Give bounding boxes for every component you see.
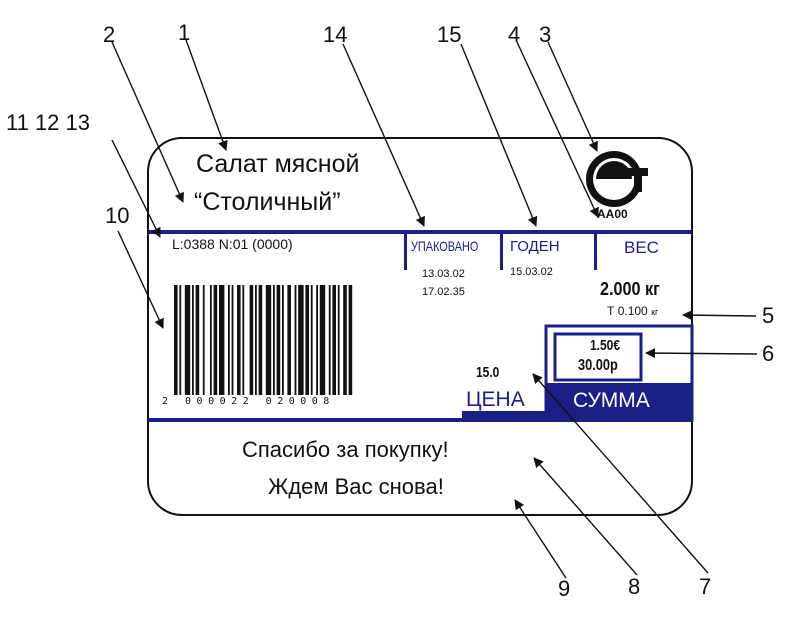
- callout-2: 2: [103, 22, 116, 47]
- total-amount-box: [553, 332, 643, 382]
- barcode-bar: [210, 285, 212, 395]
- arrow-4: [516, 41, 599, 218]
- barcode-bar: [273, 285, 275, 395]
- cert-code: AA00: [597, 207, 628, 221]
- price-underline: [462, 411, 548, 420]
- total-rub: 30.00р: [578, 357, 618, 374]
- barcode-bar: [276, 285, 281, 395]
- lot-number-line: L:0388 N:01 (0000): [172, 236, 293, 252]
- expires-date: 15.03.02: [510, 266, 553, 278]
- arrow-3: [547, 41, 598, 152]
- barcode-bar: [294, 285, 297, 395]
- packed-time: 17.02.35: [422, 286, 465, 298]
- arrow-2: [111, 41, 184, 203]
- arrow-15: [460, 43, 538, 227]
- product-name-line1: Салат мясной: [196, 150, 360, 178]
- packed-date: 13.03.02: [422, 268, 465, 280]
- barcode-bar: [332, 285, 336, 395]
- callout-15: 15: [437, 22, 462, 47]
- arrow-11-12-13: [111, 139, 161, 238]
- barcode-bar: [237, 285, 241, 395]
- total-label-bar: [546, 383, 692, 420]
- callout-10: 10: [105, 203, 130, 228]
- callout-14: 14: [323, 22, 348, 47]
- barcode-bar: [310, 285, 313, 395]
- footer-line1: Спасибо за покупку!: [242, 437, 449, 462]
- barcode-bar: [319, 285, 326, 395]
- callout-3: 3: [539, 22, 552, 47]
- arrow-5: [682, 310, 757, 321]
- arrow-1: [185, 39, 228, 151]
- product-name-line2: “Столичный”: [194, 188, 341, 216]
- callout-5: 5: [762, 303, 775, 328]
- weight-separator: [594, 232, 597, 270]
- packed-label: УПАКОВАНО: [411, 238, 479, 254]
- callout-7: 7: [699, 574, 712, 599]
- tare-value: Т 0.100 кг: [607, 304, 659, 318]
- barcode-bar: [265, 285, 272, 395]
- callout-arrows: [111, 39, 758, 579]
- barcode-bar: [219, 285, 225, 395]
- callout-6: 6: [762, 341, 775, 366]
- barcode-bar: [258, 285, 263, 395]
- arrow-7: [532, 373, 709, 574]
- barcode-bar: [305, 285, 309, 395]
- callout-11-12-13: 11 12 13: [6, 110, 91, 135]
- barcode-bar: [202, 285, 205, 395]
- barcode-bar: [316, 285, 318, 395]
- expires-label: ГОДЕН: [510, 238, 560, 255]
- arrow-10: [117, 230, 164, 329]
- barcode-bar: [298, 285, 304, 395]
- barcode-bar: [231, 285, 234, 395]
- callout-4: 4: [508, 22, 521, 47]
- arrow-9: [514, 499, 567, 579]
- top-divider: [148, 230, 692, 234]
- expires-separator: [500, 232, 503, 270]
- barcode-digits: 2 000022 020008: [162, 396, 335, 407]
- barcode-bar: [184, 285, 191, 395]
- barcode-bar: [337, 285, 340, 395]
- arrow-8: [533, 457, 638, 576]
- barcode-bar: [343, 285, 347, 395]
- barcode-bar: [255, 285, 257, 395]
- packed-separator: [404, 232, 407, 270]
- barcode-bar: [195, 285, 200, 395]
- barcode-bar: [174, 285, 178, 395]
- callout-9: 9: [558, 576, 571, 601]
- price-label: ЦЕНА: [466, 388, 525, 411]
- arrow-14: [342, 43, 425, 227]
- price-value: 15.0: [476, 364, 500, 381]
- weight-value: 2.000 кг: [600, 279, 660, 299]
- barcode-bar: [179, 285, 182, 395]
- barcode: [174, 285, 353, 395]
- weight-label: ВЕС: [624, 238, 659, 257]
- barcode-bar: [287, 285, 291, 395]
- barcode-bar: [213, 285, 218, 395]
- barcode-bar: [242, 285, 245, 395]
- barcode-bar: [192, 285, 194, 395]
- callout-1: 1: [178, 20, 191, 45]
- total-label: СУММА: [573, 389, 650, 412]
- barcode-bar: [249, 285, 254, 395]
- callout-8: 8: [628, 574, 641, 599]
- arrow-6: [645, 348, 758, 359]
- footer-line2: Ждем Вас снова!: [268, 474, 444, 499]
- barcode-bar: [282, 285, 284, 395]
- bottom-divider: [148, 418, 692, 422]
- rst-logo: [586, 151, 648, 207]
- barcode-bar: [228, 285, 230, 395]
- barcode-bar: [348, 285, 353, 395]
- barcode-bar: [328, 285, 331, 395]
- total-eur: 1.50€: [590, 337, 621, 354]
